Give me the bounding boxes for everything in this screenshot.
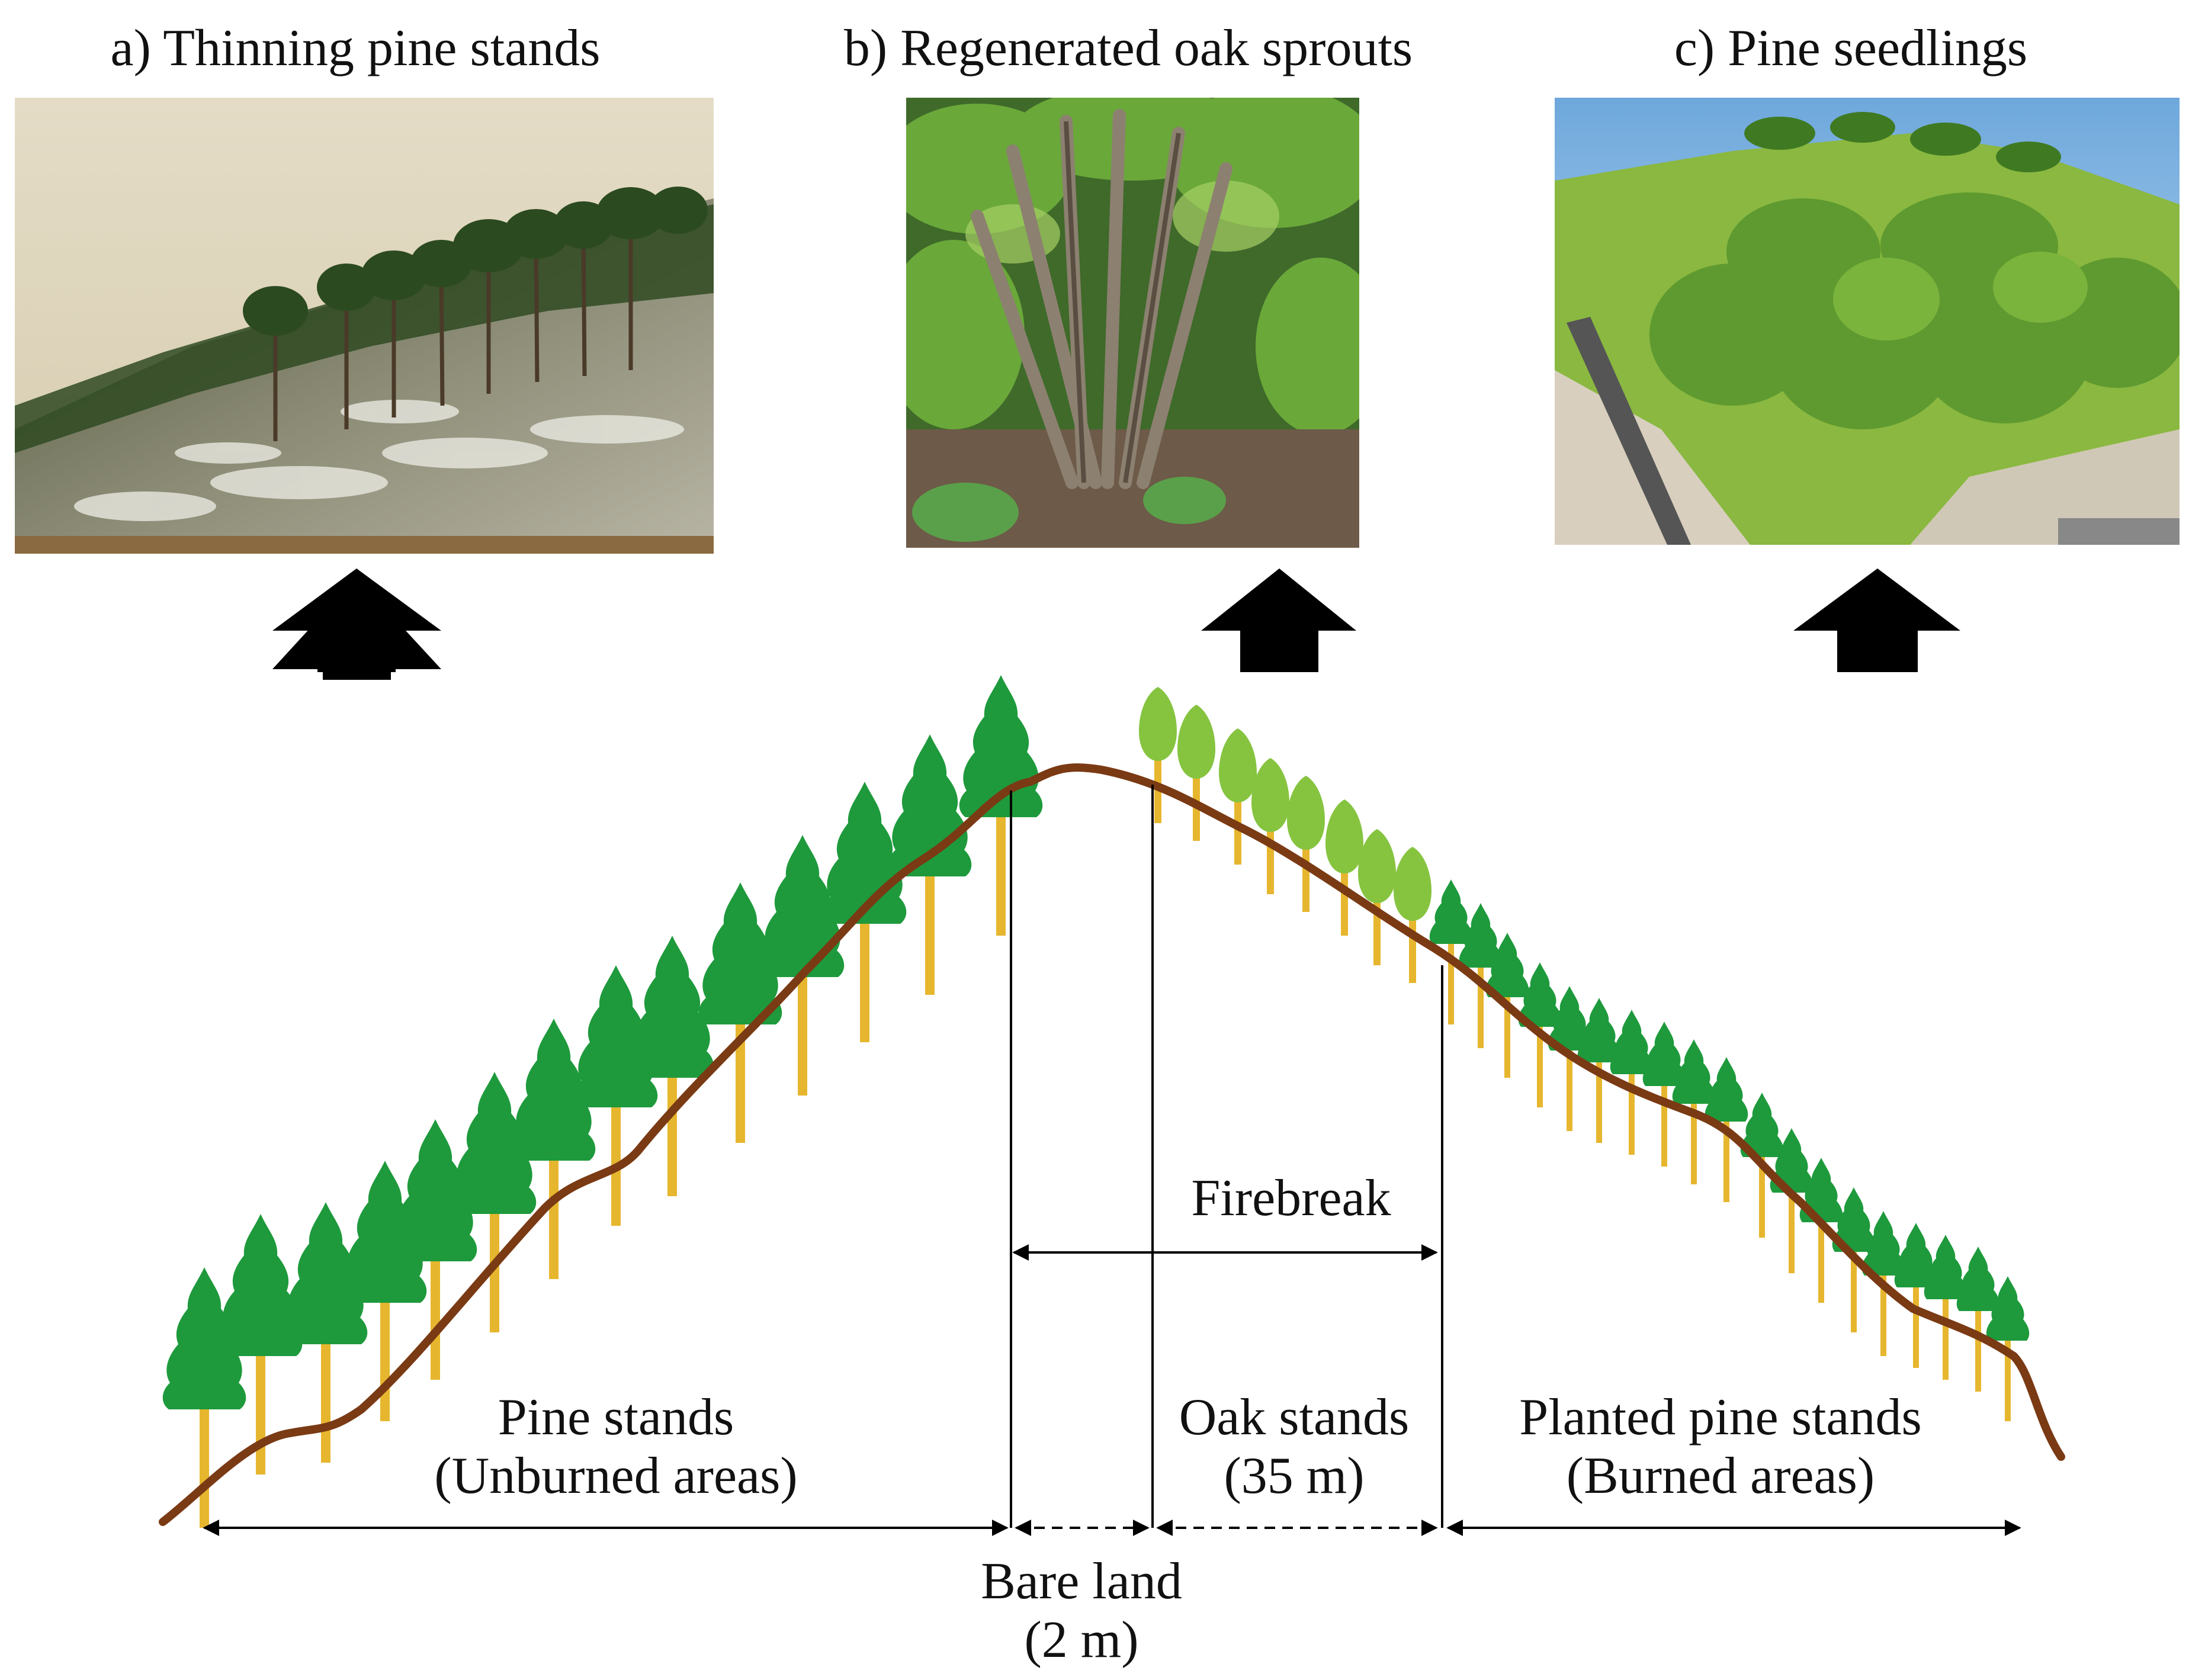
caption-pine-seedlings: c) Pine seedlings: [1674, 20, 2028, 77]
block-arrow-c: [1793, 568, 1960, 672]
caption-thinning-pine: a) Thinning pine stands: [110, 20, 601, 77]
label-pine-stands-title: Pine stands: [498, 1389, 734, 1446]
label-oak-stands-title: Oak stands: [1179, 1389, 1410, 1446]
label-pine-stands-sub: (Unburned areas): [434, 1447, 798, 1505]
pine-tree: [888, 734, 972, 995]
label-planted-pine: Planted pine stands (Burned areas): [1519, 1389, 1921, 1505]
pine-tree: [959, 675, 1043, 936]
block-arrow-a-full: [272, 568, 441, 672]
block-arrow-b: [1201, 568, 1356, 672]
label-oak-stands-sub: (35 m): [1224, 1447, 1365, 1505]
photo-pine-seedlings: [1555, 98, 2180, 545]
label-oak-stands: Oak stands (35 m): [1179, 1389, 1410, 1505]
label-planted-pine-sub: (Burned areas): [1566, 1447, 1875, 1505]
boundary-lines: [1010, 785, 1443, 1528]
photo-thinning-pine-stands: [15, 98, 714, 554]
label-bare-land-title: Bare land: [981, 1553, 1182, 1610]
oak-stands: [1139, 687, 1431, 983]
label-pine-stands: Pine stands (Unburned areas): [434, 1389, 797, 1505]
ground-profile: [159, 763, 2065, 1526]
label-planted-pine-title: Planted pine stands: [1519, 1389, 1922, 1446]
photo-regenerated-oak-sprouts: [906, 98, 1359, 548]
label-firebreak: Firebreak: [1191, 1170, 1391, 1227]
caption-oak-sprouts: b) Regenerated oak sprouts: [843, 20, 1413, 77]
pine-tree: [630, 936, 714, 1196]
planted-pine-stands: [1429, 879, 2030, 1421]
label-bare-land: Bare land (2 m): [981, 1553, 1182, 1669]
label-bare-land-sub: (2 m): [1024, 1611, 1139, 1669]
